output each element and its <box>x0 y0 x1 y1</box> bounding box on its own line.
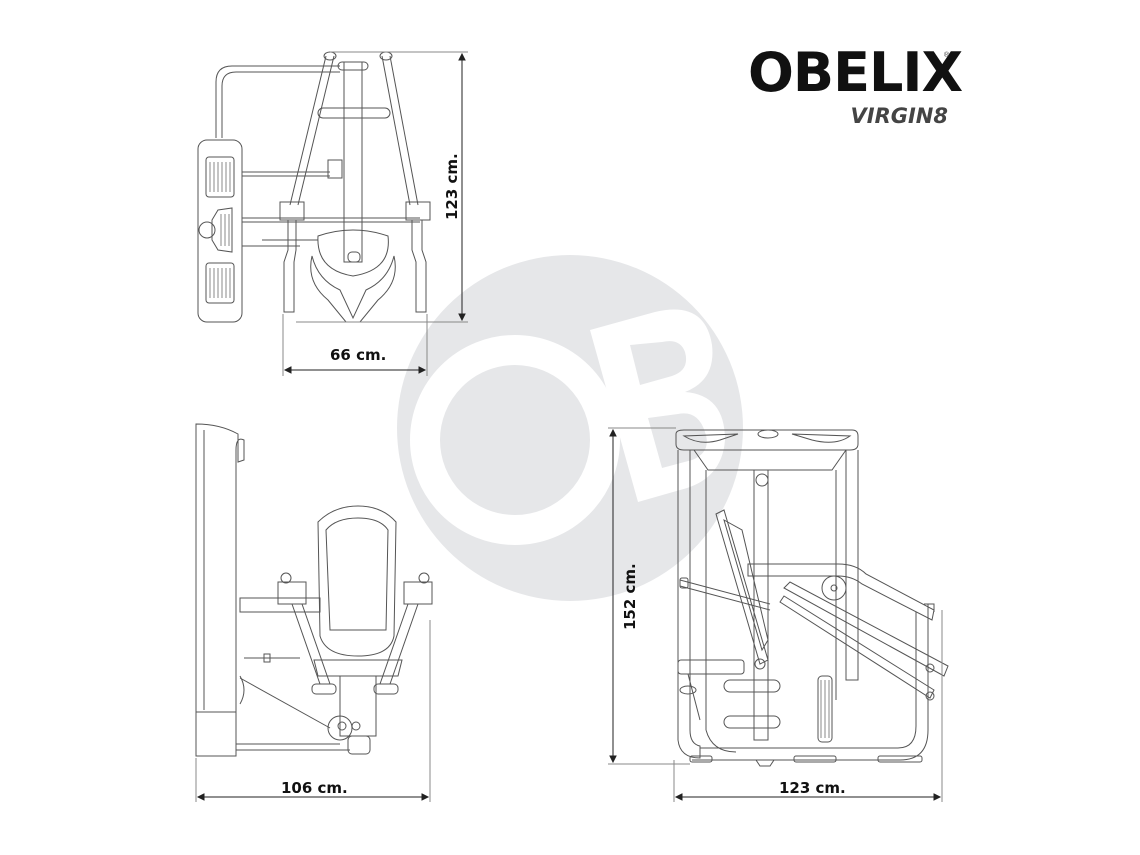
front-view-dimension-lines <box>195 620 431 802</box>
top-view-width-label: 66 cm. <box>330 346 387 364</box>
side-view-length-label: 123 cm. <box>779 779 846 797</box>
top-view-depth-label: 123 cm. <box>443 153 461 220</box>
ob-watermark-icon <box>397 255 743 601</box>
side-view-height-label: 152 cm. <box>621 563 639 630</box>
model-name: VIRGIN8 <box>850 104 948 128</box>
top-view-drawing <box>197 51 431 323</box>
brand-logo: OBELIX <box>748 41 963 104</box>
side-view-drawing <box>675 429 949 767</box>
front-view-width-label: 106 cm. <box>281 779 348 797</box>
top-view-dimension-lines <box>282 51 468 376</box>
front-view-drawing <box>195 423 433 757</box>
side-view-dimension-lines <box>608 427 943 802</box>
registered-mark: ® <box>944 52 950 59</box>
